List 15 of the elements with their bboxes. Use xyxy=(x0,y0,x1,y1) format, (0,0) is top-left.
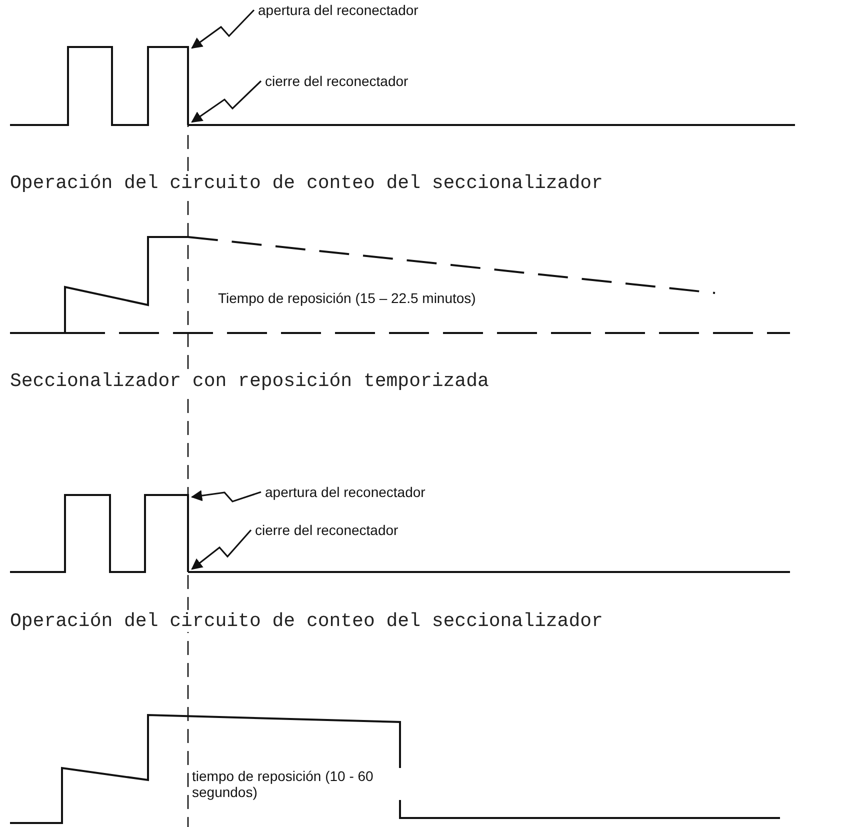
caption: Operación del circuito de conteo del seccionalizador xyxy=(10,172,603,194)
annotation-label: cierre del reconectador xyxy=(265,73,408,89)
annotation-label: cierre del reconectador xyxy=(255,522,398,538)
annotation-label: apertura del reconectador xyxy=(258,2,418,18)
reset-time-label: Tiempo de reposición (15 – 22.5 minutos) xyxy=(218,290,476,306)
pulse-waveform xyxy=(10,46,189,126)
leader-arrow xyxy=(191,80,262,123)
annotation-label: apertura del reconectador xyxy=(265,484,426,500)
leader-arrow xyxy=(190,490,262,502)
leader-arrow xyxy=(191,9,255,49)
caption: Operación del circuito de conteo del seccionalizador xyxy=(10,610,603,632)
pulse-waveform xyxy=(10,494,189,573)
reset-time-label: tiempo de reposición (10 - 60 segundos) xyxy=(192,768,402,800)
leader-arrow xyxy=(191,529,252,570)
caption: Seccionalizador con reposición temporizada xyxy=(10,370,489,392)
